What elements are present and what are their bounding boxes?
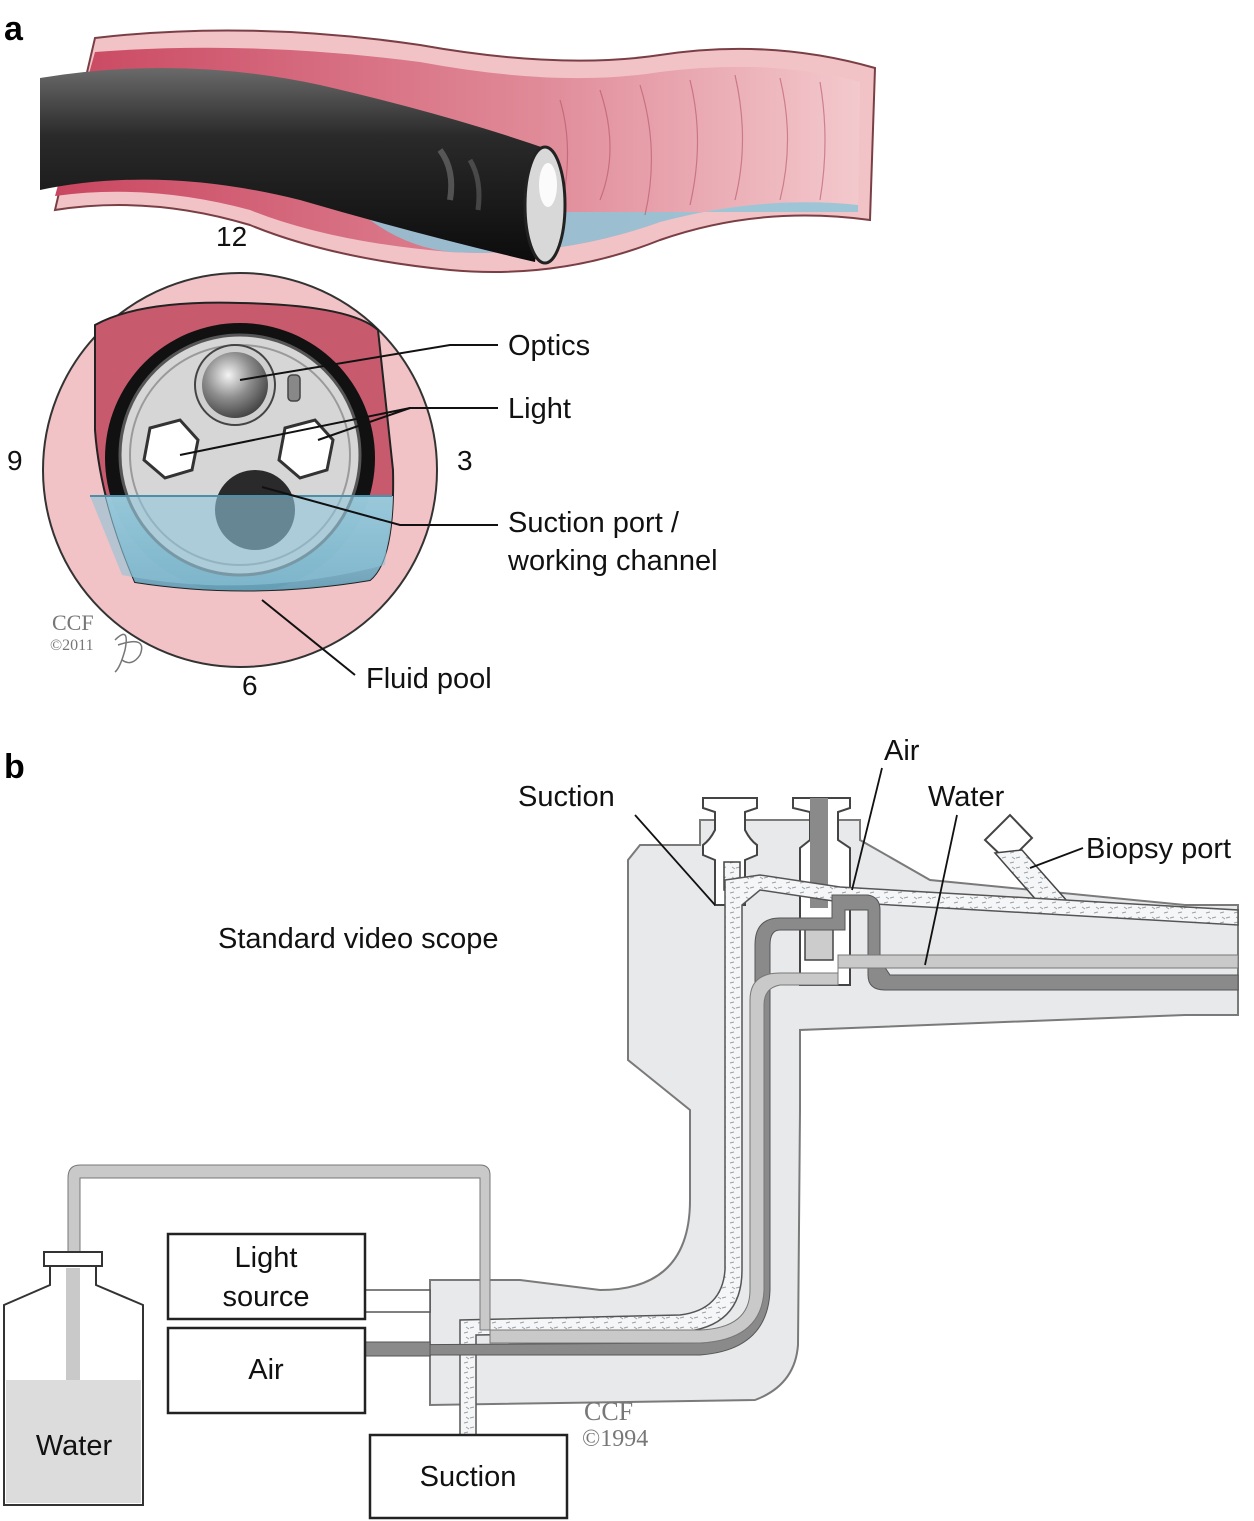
- fluid-pool-label: Fluid pool: [366, 663, 492, 695]
- light-source-label-line2: source: [222, 1281, 309, 1313]
- clock-3-label: 3: [457, 445, 473, 476]
- scope-title-label: Standard video scope: [218, 923, 499, 955]
- water-bottle: [3, 1251, 144, 1506]
- panel-b-letter: b: [4, 748, 25, 786]
- channel-bundle: [67, 874, 1239, 1441]
- light-port-left: [142, 418, 200, 480]
- credit-org-a: CCF: [52, 610, 94, 635]
- credit-org-b: CCF: [584, 1397, 633, 1426]
- cross-section-view: [42, 272, 498, 676]
- endoscope-shaft: [40, 68, 550, 263]
- clock-6-label: 6: [242, 670, 258, 701]
- biopsy-port-label: Biopsy port: [1086, 833, 1231, 865]
- bowel-lumen-illustration: [40, 29, 877, 273]
- air-box-label: Air: [248, 1354, 284, 1386]
- panel-b: b: [3, 735, 1239, 1520]
- water-channel: [67, 954, 1239, 1344]
- credit-year-a: ©2011: [50, 637, 94, 654]
- panel-a-letter: a: [4, 10, 24, 48]
- water-channel-label: Water: [928, 781, 1005, 813]
- leader-lines: [179, 344, 498, 676]
- artist-signature: [114, 633, 143, 673]
- air-valve-label: Air: [884, 735, 920, 767]
- leader-lines-b: [634, 767, 1084, 966]
- light-source-label-line1: Light: [235, 1242, 298, 1274]
- suction-box-label: Suction: [420, 1461, 517, 1493]
- optics-label: Optics: [508, 330, 590, 362]
- suction-box: [368, 1433, 569, 1520]
- air-box: [166, 1326, 367, 1415]
- light-port-right: [277, 418, 335, 480]
- biopsy-port: [983, 813, 1077, 911]
- suction-port-label-line2: working channel: [507, 545, 718, 577]
- water-bottle-label: Water: [36, 1430, 113, 1462]
- credit-year-b: ©1994: [582, 1426, 648, 1452]
- clock-12-label: 12: [216, 221, 247, 252]
- suction-port-label-line1: Suction port /: [508, 507, 680, 539]
- panel-a: a: [4, 10, 877, 701]
- light-label: Light: [508, 393, 571, 425]
- mucosal-folds: [559, 74, 826, 216]
- clock-9-label: 9: [7, 445, 23, 476]
- suction-valve-label: Suction: [518, 781, 615, 813]
- fluid-pool-overlay: [90, 496, 392, 586]
- light-source-box: [166, 1232, 367, 1321]
